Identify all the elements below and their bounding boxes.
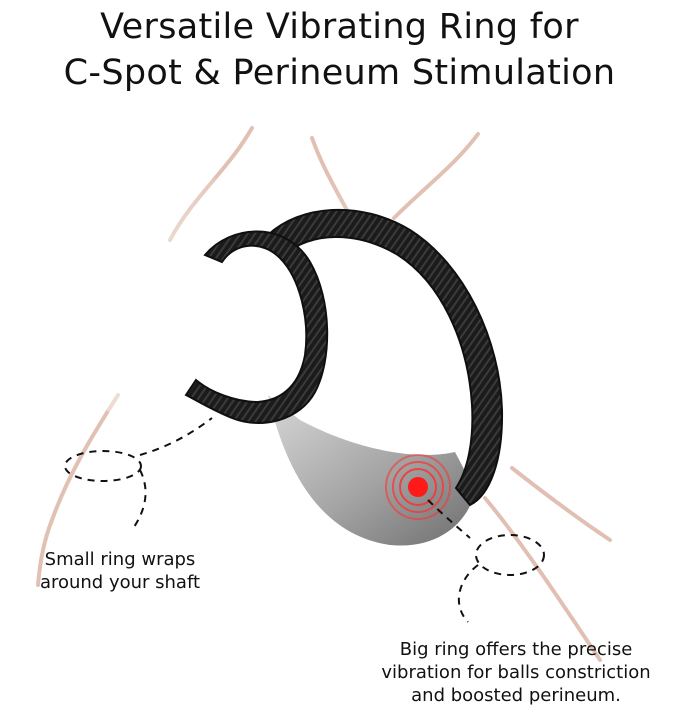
ring-bridge	[268, 395, 475, 546]
small-ring-caption-line-1: Small ring wraps	[44, 549, 196, 570]
big-ring-caption-line-3: and boosted perineum.	[411, 685, 621, 706]
vibration-indicator-icon	[385, 454, 451, 520]
title-line-1: Versatile Vibrating Ring for	[100, 7, 579, 47]
big-ring-caption: Big ring offers the precise vibration fo…	[355, 638, 677, 707]
big-ring-caption-line-1: Big ring offers the precise	[399, 639, 633, 660]
title-line-2: C-Spot & Perineum Stimulation	[63, 53, 616, 93]
big-ring-caption-line-2: vibration for balls constriction	[381, 662, 651, 683]
small-ring	[184, 230, 329, 424]
small-ring-caption: Small ring wraps around your shaft	[20, 548, 220, 594]
callout-small-ring	[64, 417, 213, 531]
product-title: Versatile Vibrating Ring for C-Spot & Pe…	[0, 4, 679, 96]
callout-big-ring	[427, 499, 545, 623]
big-ring	[266, 208, 504, 507]
small-ring-caption-line-2: around your shaft	[39, 572, 201, 593]
